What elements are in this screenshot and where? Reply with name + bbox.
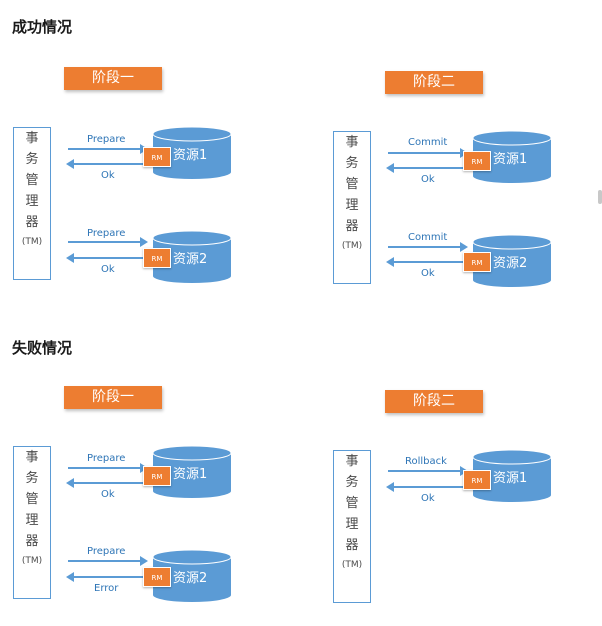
resource-label: 资源1 <box>173 148 208 163</box>
tm-char: 器 <box>25 534 39 549</box>
database-cylinder-icon <box>473 450 551 502</box>
resource-database: 资源2 <box>153 231 231 283</box>
arrow-right <box>68 556 148 566</box>
resource-database: 资源2 <box>153 550 231 602</box>
tm-char: 理 <box>345 198 359 213</box>
tm-char: 务 <box>345 475 359 490</box>
section-title-failure: 失败情况 <box>12 339 73 357</box>
resource-database: 资源1 <box>153 446 231 498</box>
tm-char: 器 <box>345 219 359 234</box>
arrow-left <box>66 478 146 488</box>
tm-char: 管 <box>345 496 359 511</box>
tm-abbr: (TM) <box>341 560 363 570</box>
tm-char: 务 <box>25 152 39 167</box>
phase-label-success-2: 阶段二 <box>385 71 483 94</box>
arrow-left <box>386 482 466 492</box>
resource-label: 资源2 <box>173 571 208 586</box>
resource-database: 资源1 <box>153 127 231 179</box>
message-label-ok: Ok <box>101 170 115 181</box>
tm-char: 器 <box>345 538 359 553</box>
message-label-commit: Commit <box>408 137 448 148</box>
arrow-right <box>388 242 468 252</box>
message-label-prepare: Prepare <box>87 228 126 239</box>
message-label-prepare: Prepare <box>87 134 126 145</box>
resource-manager-badge: RM <box>463 470 491 490</box>
database-cylinder-icon <box>153 446 231 498</box>
tm-char: 器 <box>25 215 39 230</box>
tm-char: 事 <box>345 454 359 469</box>
arrow-left <box>386 163 466 173</box>
arrow-right <box>388 466 468 476</box>
tm-char: 务 <box>25 471 39 486</box>
phase-label-failure-2: 阶段二 <box>385 390 483 413</box>
resource-label: 资源1 <box>493 152 528 167</box>
resource-label: 资源1 <box>173 467 208 482</box>
resource-label: 资源2 <box>173 252 208 267</box>
tm-abbr: (TM) <box>21 237 43 247</box>
arrow-right <box>68 463 148 473</box>
arrow-left <box>66 253 146 263</box>
resource-manager-badge: RM <box>143 466 171 486</box>
tm-char: 理 <box>345 517 359 532</box>
arrow-left <box>66 159 146 169</box>
arrow-right <box>68 237 148 247</box>
resource-database: 资源1 <box>473 450 551 502</box>
arrow-left <box>386 257 466 267</box>
message-label-rollback: Rollback <box>405 456 447 467</box>
transaction-manager-box: 事 务 管 理 器 (TM) <box>13 127 51 280</box>
tm-char: 管 <box>345 177 359 192</box>
database-cylinder-icon <box>153 127 231 179</box>
resource-label: 资源2 <box>493 256 528 271</box>
resource-manager-badge: RM <box>143 248 171 268</box>
database-cylinder-icon <box>153 550 231 602</box>
resource-manager-badge: RM <box>143 147 171 167</box>
phase-label-success-1: 阶段一 <box>64 67 162 90</box>
resource-manager-badge: RM <box>463 151 491 171</box>
message-label-ok: Ok <box>421 174 435 185</box>
message-label-prepare: Prepare <box>87 546 126 557</box>
resource-database: 资源1 <box>473 131 551 183</box>
tm-char: 理 <box>25 513 39 528</box>
tm-char: 管 <box>25 173 39 188</box>
section-title-success: 成功情况 <box>12 18 73 36</box>
message-label-prepare: Prepare <box>87 453 126 464</box>
transaction-manager-box: 事 务 管 理 器 (TM) <box>333 131 371 284</box>
arrow-right <box>388 148 468 158</box>
message-label-error: Error <box>94 583 119 594</box>
resource-manager-badge: RM <box>143 567 171 587</box>
phase-label-failure-1: 阶段一 <box>64 386 162 409</box>
tm-char: 管 <box>25 492 39 507</box>
scrollbar-thumb[interactable] <box>598 190 602 204</box>
database-cylinder-icon <box>473 131 551 183</box>
resource-manager-badge: RM <box>463 252 491 272</box>
tm-abbr: (TM) <box>21 556 43 566</box>
message-label-ok: Ok <box>421 493 435 504</box>
database-cylinder-icon <box>473 235 551 287</box>
tm-char: 事 <box>25 450 39 465</box>
tm-abbr: (TM) <box>341 241 363 251</box>
resource-label: 资源1 <box>493 471 528 486</box>
tm-char: 事 <box>345 135 359 150</box>
resource-database: 资源2 <box>473 235 551 287</box>
arrow-right <box>68 144 148 154</box>
message-label-ok: Ok <box>101 489 115 500</box>
message-label-ok: Ok <box>421 268 435 279</box>
tm-char: 理 <box>25 194 39 209</box>
tm-char: 事 <box>25 131 39 146</box>
message-label-commit: Commit <box>408 232 448 243</box>
message-label-ok: Ok <box>101 264 115 275</box>
tm-char: 务 <box>345 156 359 171</box>
transaction-manager-box: 事 务 管 理 器 (TM) <box>13 446 51 599</box>
database-cylinder-icon <box>153 231 231 283</box>
transaction-manager-box: 事 务 管 理 器 (TM) <box>333 450 371 603</box>
arrow-left <box>66 572 146 582</box>
